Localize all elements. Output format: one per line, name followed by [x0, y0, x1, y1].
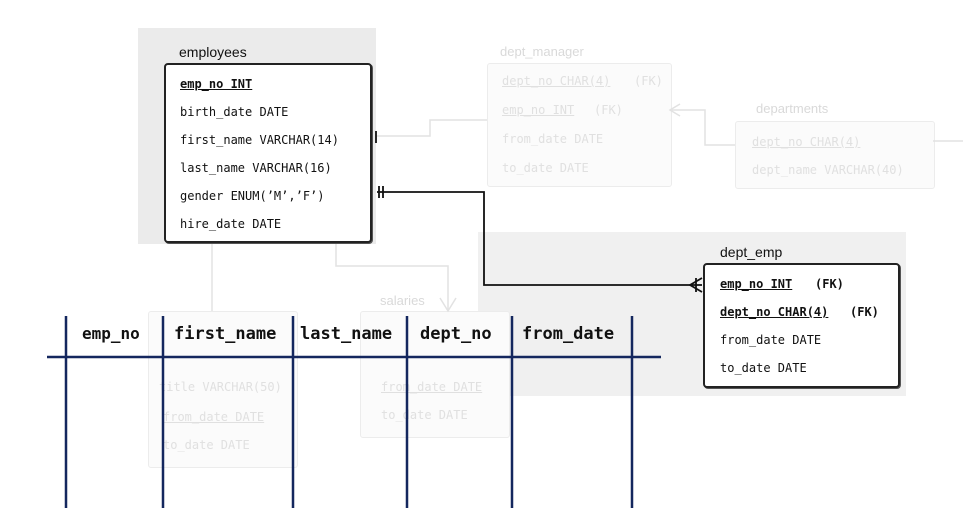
employees-field: first_name VARCHAR(14) [180, 133, 339, 147]
departments-field: dept_no CHAR(4) [752, 135, 861, 149]
salaries-title: salaries [380, 293, 425, 308]
dept-emp-fk: (FK) [850, 305, 879, 319]
column-header-dept-no: dept_no [420, 324, 492, 344]
departments-field: dept_name VARCHAR(40) [752, 163, 904, 177]
column-header-emp-no: emp_no [82, 324, 140, 343]
column-header-first-name: first_name [174, 324, 277, 344]
dept-manager-field: to_date DATE [502, 161, 589, 175]
employees-dept-manager-line [377, 119, 487, 137]
employees-entity[interactable]: emp_no INT birth_date DATE first_name VA… [164, 63, 372, 243]
employees-title: employees [179, 44, 247, 60]
dept-manager-fk: (FK) [594, 103, 623, 117]
dept-emp-title: dept_emp [720, 244, 783, 260]
many-crowfoot-icon [688, 277, 703, 293]
dept-emp-field-pk: dept_no CHAR(4) [720, 305, 829, 319]
dept-manager-field: emp_no INT [502, 103, 575, 117]
dept-emp-fk: (FK) [815, 277, 844, 291]
dept-emp-field-pk: emp_no INT [720, 277, 793, 291]
dept-manager-field: from_date DATE [502, 132, 604, 146]
dept-manager-entity: dept_no CHAR(4) (FK) emp_no INT (FK) fro… [487, 63, 672, 187]
dept-emp-field: to_date DATE [720, 361, 807, 375]
titles-entity: title VARCHAR(50) from_date DATE to_date… [148, 311, 298, 468]
dept-manager-fk: (FK) [634, 74, 663, 88]
titles-field: from_date DATE [163, 410, 265, 424]
result-table-grid [47, 316, 661, 508]
dept-manager-field: dept_no CHAR(4) [502, 74, 611, 88]
column-header-from-date: from_date [522, 324, 615, 344]
employees-field: gender ENUM(’M’,’F’) [180, 189, 325, 203]
employees-salaries-line [335, 244, 449, 311]
dept-emp-entity[interactable]: emp_no INT (FK) dept_no CHAR(4) (FK) fro… [703, 263, 900, 388]
departments-entity: dept_no CHAR(4) dept_name VARCHAR(40) [735, 121, 935, 189]
salaries-field: to_date DATE [381, 408, 468, 422]
dept-manager-crowfoot [668, 103, 681, 117]
employees-field: birth_date DATE [180, 105, 289, 119]
salaries-crowfoot [439, 297, 457, 313]
employees-field: hire_date DATE [180, 217, 282, 231]
employees-dept-manager-marker [371, 131, 377, 143]
departments-title: departments [756, 101, 829, 116]
one-and-only-one-marker [378, 186, 384, 198]
employees-field: last_name VARCHAR(16) [180, 161, 332, 175]
titles-field: title VARCHAR(50) [159, 380, 282, 394]
dept-emp-field: from_date DATE [720, 333, 822, 347]
employees-dept-emp-line [377, 191, 702, 286]
column-header-last-name: last_name [300, 324, 393, 344]
dept-manager-title: dept_manager [500, 44, 584, 59]
titles-field: to_date DATE [163, 438, 250, 452]
employees-field-pk: emp_no INT [180, 77, 253, 91]
dept-manager-departments-line [670, 109, 735, 146]
